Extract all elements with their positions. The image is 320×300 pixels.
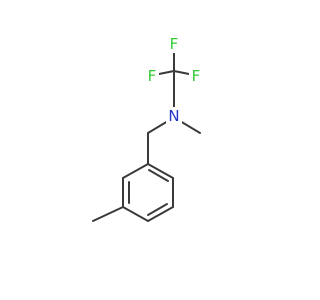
fluorine-label: F [192,67,201,85]
bond-ring-methyl [92,206,124,222]
ring-bond-4 [122,206,149,222]
ring-double-bond-1 [148,169,169,182]
atom-labels: F F F N [145,35,203,125]
atom-fluorine-top: F [167,35,181,53]
fluorine-label: F [170,35,179,53]
atom-fluorine-right: F [189,67,203,85]
bond-n-ch2 [147,120,169,134]
atom-nitrogen: N [166,107,182,125]
bond-cf3-f-left [158,70,175,75]
fluorine-label: F [148,67,157,85]
bonds [92,51,201,222]
bond-cf3-f-right [173,70,190,75]
bond-n-methyl [179,120,201,134]
ring-double-bond-2 [147,203,168,216]
ring-bond-6 [122,163,149,179]
atom-fluorine-left: F [145,67,159,85]
ring-bond-3 [147,206,174,222]
ring-bond-1 [147,163,174,179]
nitrogen-label: N [168,107,179,125]
molecule-structure: F F F N [92,35,203,222]
